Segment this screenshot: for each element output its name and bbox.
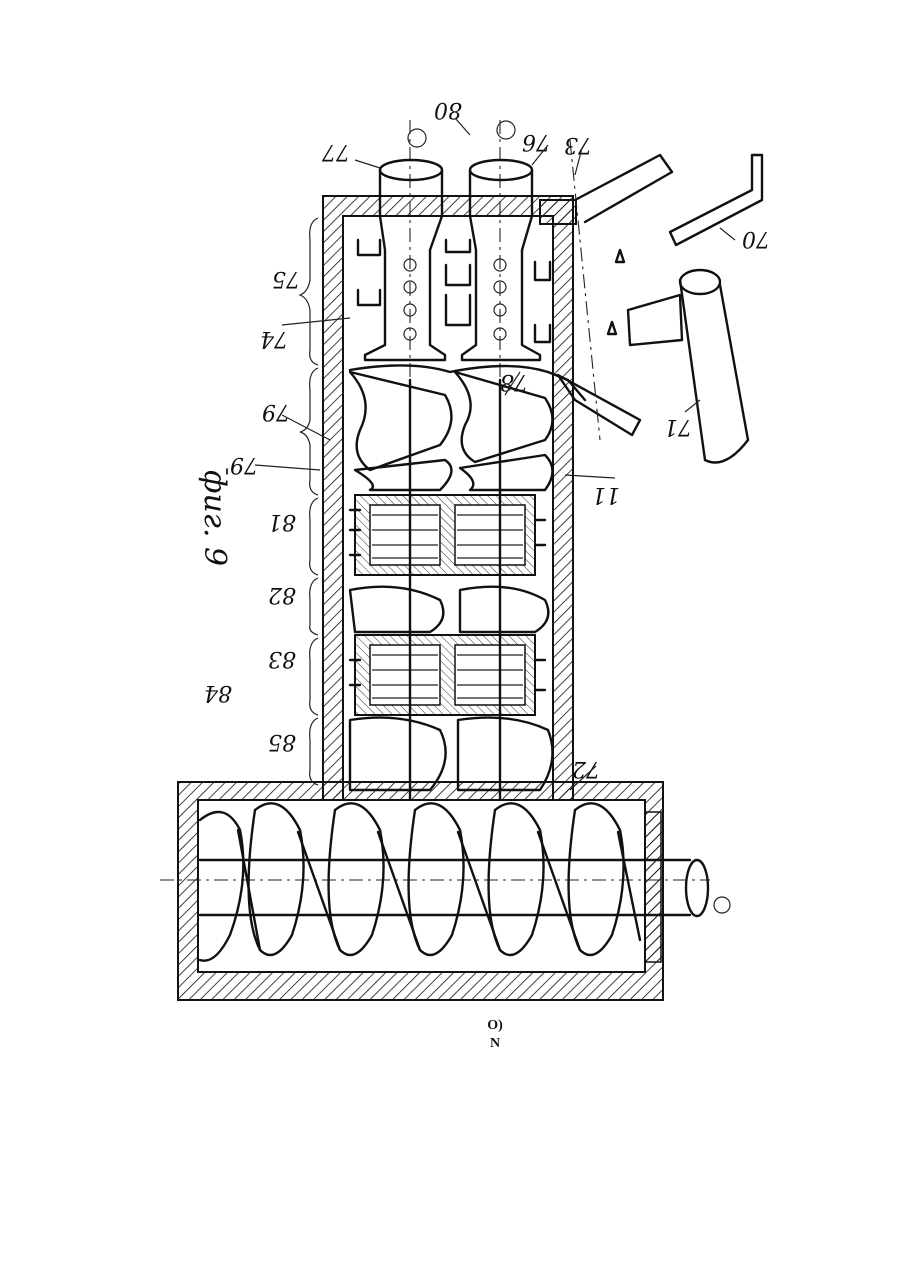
label-74: 74 <box>260 326 288 351</box>
gas-pipe-73 <box>575 155 672 222</box>
mixing-block-81 <box>350 495 545 575</box>
label-84: 84 <box>204 680 232 705</box>
label-11: 11 <box>592 482 620 507</box>
label-71: 71 <box>664 414 692 439</box>
label-81: 81 <box>268 509 296 534</box>
label-76: 76 <box>522 129 550 154</box>
label-75: 75 <box>272 266 300 291</box>
page-mark-top: O) <box>480 1018 510 1034</box>
figure-caption: фиг. 9 <box>197 470 232 566</box>
dimension-braces <box>300 218 318 785</box>
label-77: 77 <box>322 139 350 164</box>
page-mark-bottom: N <box>480 1036 510 1052</box>
small-arrow-2 <box>608 322 616 334</box>
small-arrow-1 <box>616 250 624 262</box>
label-70: 70 <box>742 226 770 251</box>
label-80: 80 <box>434 97 462 122</box>
label-73: 73 <box>564 132 592 157</box>
mixing-block-83 <box>350 635 545 715</box>
label-85: 85 <box>268 729 296 754</box>
label-82: 82 <box>268 582 296 607</box>
label-79: 79 <box>262 399 290 424</box>
label-72: 72 <box>572 756 600 781</box>
label-83: 83 <box>268 646 296 671</box>
horizontal-screw-conveyor <box>160 782 730 1000</box>
